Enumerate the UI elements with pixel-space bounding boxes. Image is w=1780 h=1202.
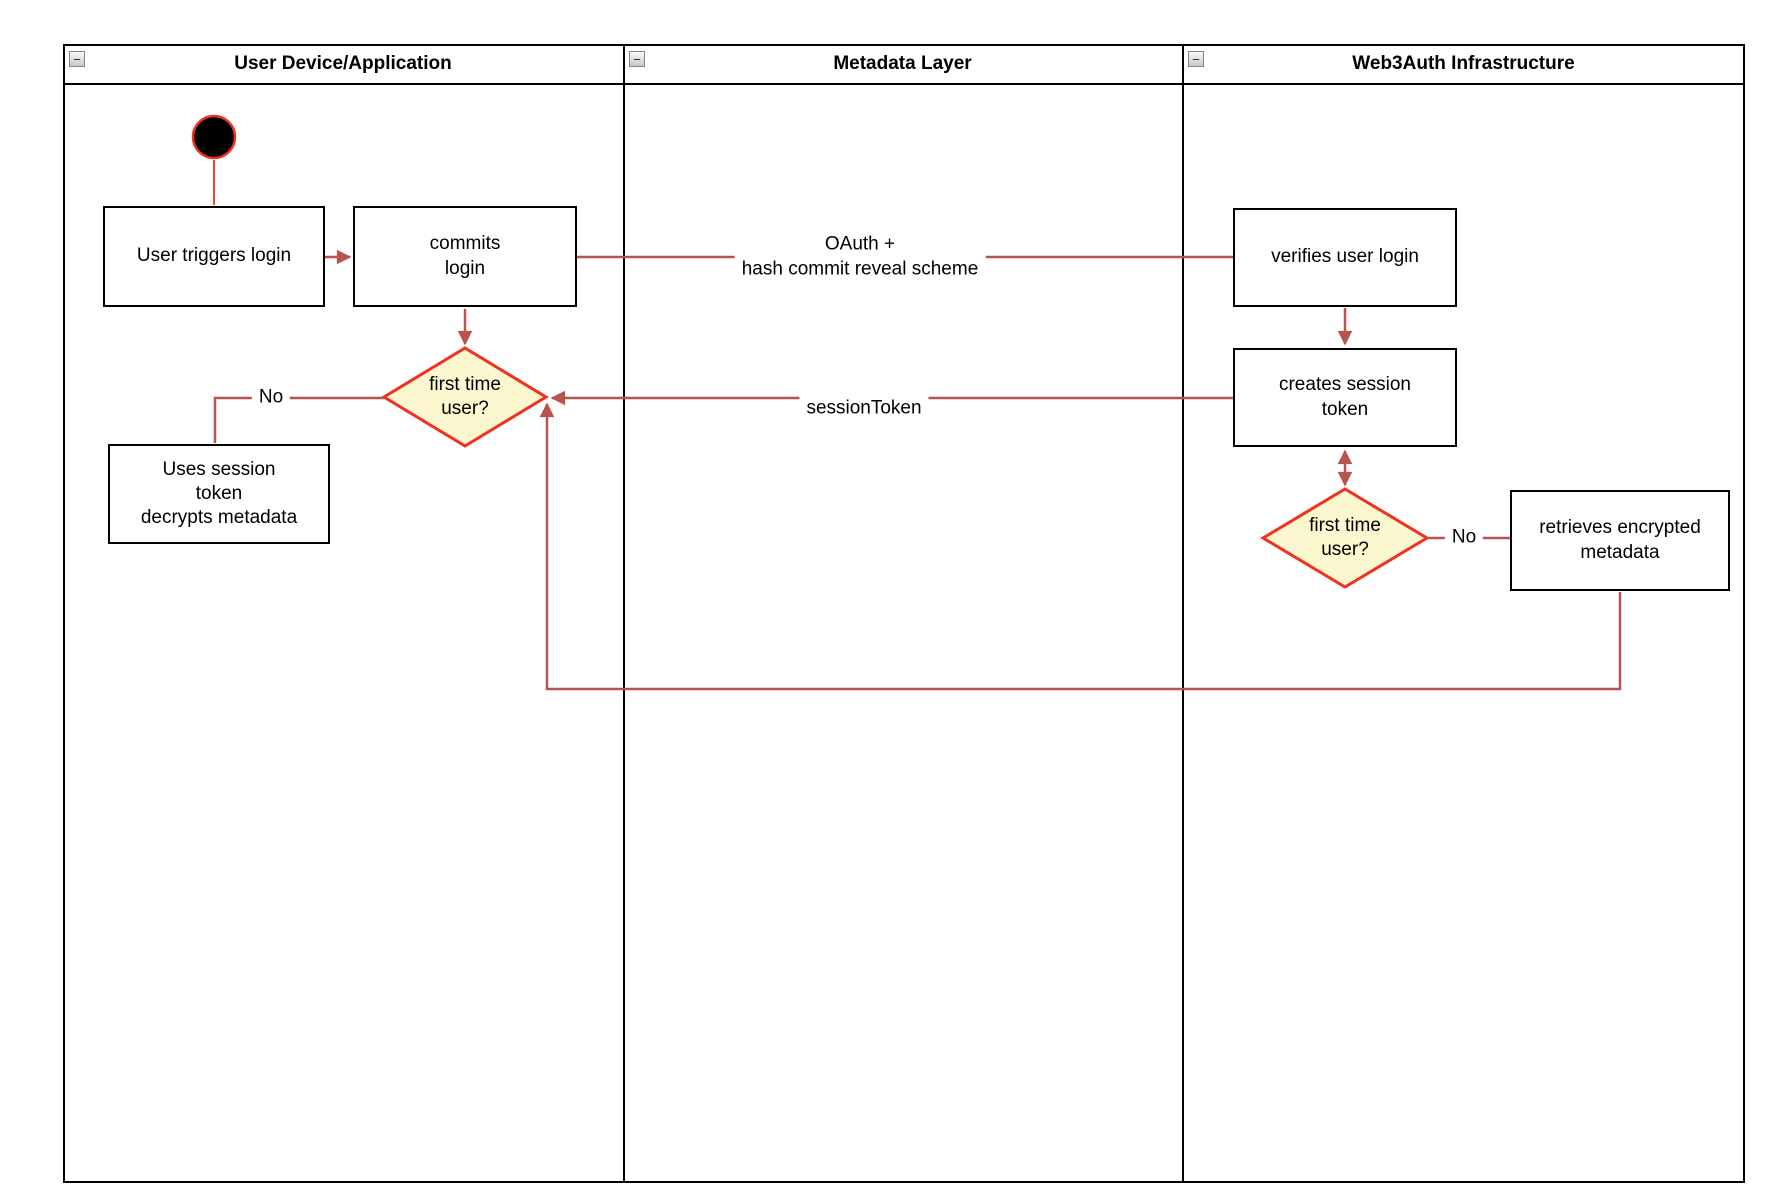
node-uses-session-token[interactable]: Uses session token decrypts metadata	[108, 444, 330, 544]
collapse-icon[interactable]: −	[69, 51, 85, 67]
lane-title-user-device: User Device/Application	[234, 52, 452, 74]
lane-title-metadata-layer: Metadata Layer	[833, 52, 972, 74]
node-verifies-user-login[interactable]: verifies user login	[1233, 208, 1457, 307]
swimlane-pool-frame	[63, 44, 1745, 1183]
edge-label-oauth: OAuth + hash commit reveal scheme	[734, 230, 986, 284]
node-commits-login[interactable]: commits login	[353, 206, 577, 307]
lane-divider-2	[1182, 44, 1184, 1183]
collapse-icon[interactable]: −	[629, 51, 645, 67]
node-creates-session-token[interactable]: creates session token	[1233, 348, 1457, 447]
lane-header-metadata-layer[interactable]: Metadata Layer	[623, 44, 1182, 83]
collapse-icon[interactable]: −	[1188, 51, 1204, 67]
decision-label-first-time-user-device: first time user?	[429, 373, 501, 419]
lane-title-web3auth: Web3Auth Infrastructure	[1352, 52, 1575, 74]
edge-label-session-token: sessionToken	[799, 394, 929, 424]
lane-divider-1	[623, 44, 625, 1183]
lane-header-web3auth[interactable]: Web3Auth Infrastructure	[1182, 44, 1745, 83]
node-retrieves-encrypted-metadata[interactable]: retrieves encrypted metadata	[1510, 490, 1730, 591]
edge-label-no-infra: No	[1444, 523, 1484, 553]
lane-header-user-device[interactable]: User Device/Application	[63, 44, 623, 83]
node-user-triggers-login[interactable]: User triggers login	[103, 206, 325, 307]
edge-label-no-device: No	[251, 383, 291, 413]
lane-header-underline	[63, 83, 1745, 85]
decision-label-first-time-user-infra: first time user?	[1309, 514, 1381, 560]
